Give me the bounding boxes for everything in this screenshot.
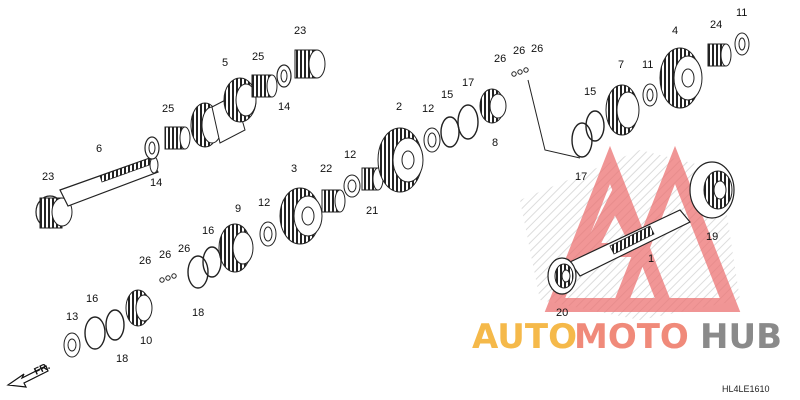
watermark-word-moto: MOTO: [574, 317, 689, 357]
callout-16-lower: 16: [86, 293, 98, 305]
circlip-16-upper: [202, 246, 222, 278]
circlip-18-upper: [187, 255, 209, 289]
front-direction-arrow: FR.: [6, 361, 52, 388]
callout-4: 4: [672, 25, 678, 37]
gear-3: [279, 187, 323, 245]
diagram-code: HL4LE1610: [722, 384, 770, 394]
callout-15-right: 15: [584, 86, 596, 98]
gear-9: [218, 223, 254, 273]
callout-18-upper: 18: [192, 307, 204, 319]
gear-10: [125, 289, 153, 327]
shaft-6: [59, 156, 159, 207]
callout-22: 22: [320, 163, 332, 175]
callout-21: 21: [366, 205, 378, 217]
washer-13: [63, 332, 81, 358]
callout-7: 7: [618, 59, 624, 71]
washer-11-left: [642, 83, 658, 107]
circlip-17-right: [571, 122, 593, 158]
leader-line-8-17: [527, 79, 581, 159]
callout-8: 8: [492, 137, 498, 149]
ring-17-upper: [457, 104, 479, 140]
bearing-20: [547, 257, 577, 295]
gear-5: [190, 77, 257, 148]
needle-bearing-22: [321, 189, 346, 213]
callout-17-right: 17: [575, 171, 587, 183]
callout-12-lower: 12: [258, 197, 270, 209]
callout-labels: 1 2 3 4 5 6 7 8 9 10 11 11 12 12 12 13 1…: [42, 7, 747, 365]
washer-14-right: [276, 64, 292, 88]
callout-23-left: 23: [42, 171, 54, 183]
needle-bearing-25-right: [251, 74, 278, 98]
mainshaft-1: [569, 209, 691, 277]
bearing-23-right: [294, 49, 326, 79]
callout-19: 19: [706, 231, 718, 243]
watermark-word-hub: HUB: [700, 317, 782, 357]
gear-7: [605, 84, 640, 136]
callout-11-left: 11: [642, 59, 653, 71]
gear-8: [479, 88, 507, 124]
callout-5: 5: [222, 57, 228, 69]
callout-25-right: 25: [252, 51, 264, 63]
circlip-15-right: [585, 110, 605, 142]
balls-26-lower: [159, 273, 177, 283]
balls-26-upper: [511, 67, 529, 77]
callout-17-upper: 17: [462, 77, 474, 89]
callout-10: 10: [140, 335, 152, 347]
washer-11-right: [734, 32, 750, 56]
circlip-18-lower: [105, 309, 125, 341]
callout-26-upper-b: 26: [513, 45, 525, 57]
callout-26-lower-a: 26: [139, 255, 151, 267]
direction-label: FR.: [33, 361, 52, 378]
callout-15-left: 15: [441, 89, 453, 101]
circlip-16-lower: [84, 316, 106, 350]
callout-13: 13: [66, 311, 78, 323]
needle-bearing-25-left: [164, 126, 191, 150]
bearing-23-left: [35, 195, 73, 229]
callout-24: 24: [710, 19, 722, 31]
callout-26-lower-b: 26: [159, 249, 171, 261]
callout-18-lower: 18: [116, 353, 128, 365]
gear-4: [659, 47, 703, 109]
callout-3: 3: [291, 163, 297, 175]
washer-12-middle: [343, 174, 361, 198]
watermark-word-auto: AUTO: [472, 317, 577, 357]
callout-9: 9: [235, 203, 241, 215]
callout-26-upper-a: 26: [494, 53, 506, 65]
callout-12-upper: 12: [422, 103, 434, 115]
callout-16-upper: 16: [202, 225, 214, 237]
callout-23-right: 23: [294, 25, 306, 37]
callout-25-left: 25: [162, 103, 174, 115]
washer-14-left: [144, 136, 160, 160]
callout-20: 20: [556, 307, 568, 319]
circlip-15-left: [440, 116, 460, 148]
callout-2: 2: [396, 101, 402, 113]
callout-1: 1: [648, 253, 654, 265]
washer-12-upper: [423, 127, 441, 153]
washer-12-lower: [259, 221, 277, 247]
callout-6: 6: [96, 143, 102, 155]
callout-26-lower-c: 26: [178, 243, 190, 255]
needle-bearing-24: [707, 43, 732, 67]
callout-26-upper-c: 26: [531, 43, 543, 55]
callout-11-right: 11: [736, 7, 747, 19]
gear-2: [377, 127, 424, 193]
callout-14-left: 14: [150, 177, 162, 189]
callout-14-right: 14: [278, 101, 290, 113]
watermark-wordmark: AUTO MOTO HUB: [472, 317, 782, 357]
callout-12-middle: 12: [344, 149, 356, 161]
bearing-19: [689, 161, 735, 219]
